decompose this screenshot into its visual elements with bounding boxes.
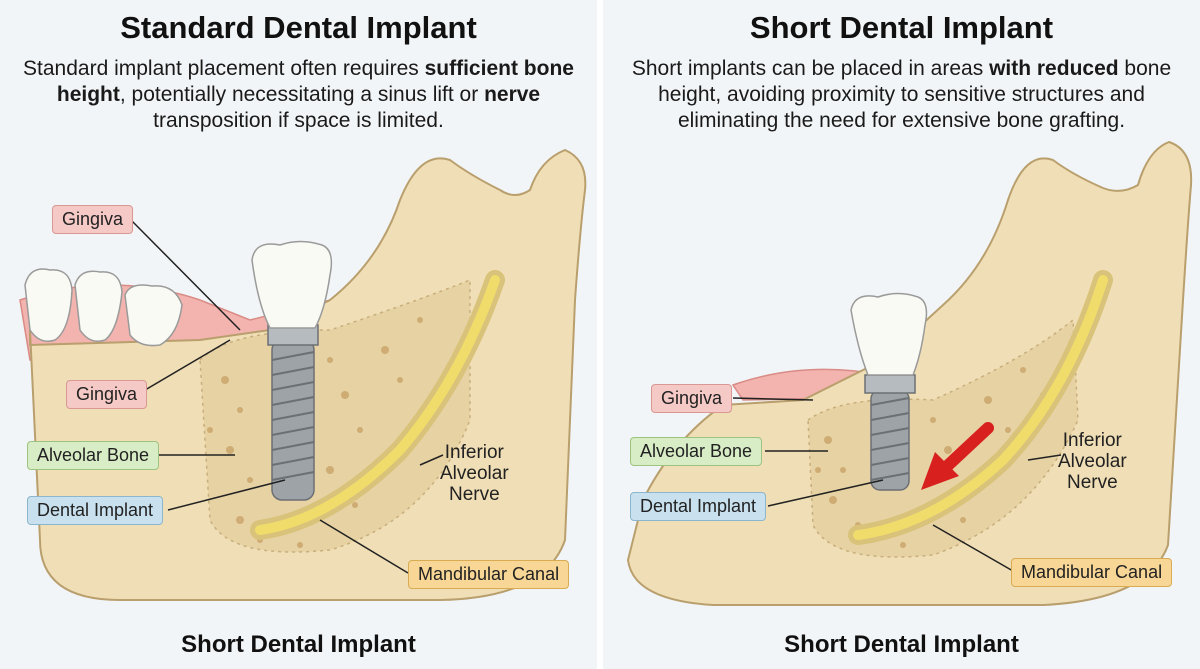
- desc-text: Standard implant placement often require…: [23, 57, 425, 80]
- desc-text: Short implants can be placed in areas: [631, 57, 990, 80]
- panel-description: Standard implant placement often require…: [10, 56, 587, 134]
- implant-threads: [271, 351, 315, 481]
- label-inferior-alveolar-nerve: Inferior Alveolar Nerve: [440, 442, 509, 505]
- nerve-label-line: Nerve: [1066, 472, 1118, 493]
- desc-text: bone height, avoiding proximity to sensi…: [658, 57, 1172, 132]
- label-alveolar-bone: Alveolar Bone: [630, 437, 763, 466]
- label-gingiva-top: Gingiva: [52, 205, 134, 234]
- label-mandibular-canal: Mandibular Canal: [1011, 558, 1173, 587]
- inferior-alveolar-nerve: [853, 275, 1108, 540]
- desc-text: transposition if space is limited.: [153, 109, 444, 132]
- desc-text: , potentially necessitating a sinus lift…: [119, 83, 485, 106]
- nerve-label-line: Nerve: [448, 484, 500, 505]
- tooth-1: [24, 268, 73, 342]
- tooth-3: [124, 284, 183, 347]
- implant-crown: [850, 292, 928, 376]
- implant-abutment: [864, 374, 916, 394]
- short-implant-illustration: [626, 140, 1193, 606]
- label-gingiva: Gingiva: [66, 380, 148, 409]
- label-gingiva: Gingiva: [651, 384, 733, 413]
- standard-implant-illustration: [19, 148, 587, 601]
- panel-description: Short implants can be placed in areas wi…: [613, 56, 1190, 134]
- nerve-label-line: Alveolar: [1058, 451, 1127, 472]
- label-inferior-alveolar-nerve: Inferior Alveolar Nerve: [1058, 430, 1127, 493]
- panel-title: Short Dental Implant: [749, 10, 1054, 45]
- tooth-2: [74, 270, 123, 342]
- leader-lines: [732, 397, 1062, 572]
- label-mandibular-canal: Mandibular Canal: [408, 560, 570, 589]
- label-dental-implant: Dental Implant: [27, 496, 164, 525]
- panel-caption: Short Dental Implant: [784, 631, 1019, 658]
- implant-threads: [870, 397, 910, 481]
- panel-caption: Short Dental Implant: [181, 631, 416, 658]
- inferior-alveolar-nerve: [255, 275, 500, 535]
- nerve-label-line: Alveolar: [440, 463, 509, 484]
- label-dental-implant: Dental Implant: [630, 492, 767, 521]
- label-alveolar-bone: Alveolar Bone: [27, 441, 160, 470]
- panel-title: Standard Dental Implant: [120, 10, 477, 45]
- bone-pores: [207, 317, 423, 548]
- desc-emphasis: sufficient bone height: [56, 57, 574, 106]
- desc-emphasis: with reduced: [989, 57, 1119, 80]
- red-arrow-icon: [921, 422, 994, 490]
- leader-lines: [129, 218, 444, 574]
- panel-divider: [597, 0, 603, 669]
- implant-crown: [251, 240, 333, 329]
- nerve-label-line: Inferior: [1062, 430, 1122, 451]
- short-implant-panel: Short Dental Implant Short implants can …: [603, 0, 1200, 669]
- nerve-label-line: Inferior: [444, 442, 504, 463]
- desc-emphasis: nerve: [484, 83, 541, 106]
- standard-implant-panel: Standard Dental Implant Standard implant…: [0, 0, 597, 669]
